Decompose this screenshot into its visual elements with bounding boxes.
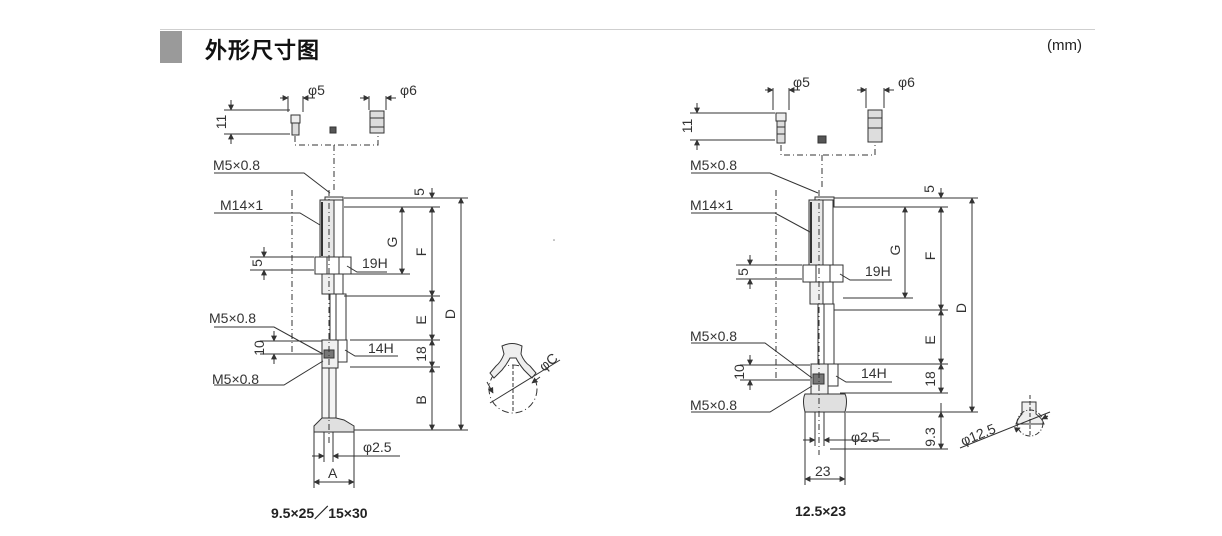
- right-pad-detail: [959, 395, 1051, 449]
- left-label-phi25: φ2.5: [363, 439, 392, 455]
- right-label-phi6: φ6: [898, 74, 915, 90]
- right-label-e: E: [922, 335, 938, 344]
- left-label-m5-mid: M5×0.8: [209, 310, 256, 326]
- right-drawing-caption: 12.5×23: [795, 503, 846, 519]
- right-label-19h: 19H: [865, 263, 891, 279]
- right-label-m5-low: M5×0.8: [690, 397, 737, 413]
- right-label-10: 10: [731, 364, 747, 380]
- left-drawing: [214, 95, 561, 488]
- right-label-phi12-5: φ12.5: [958, 420, 998, 449]
- right-label-14h: 14H: [861, 365, 887, 381]
- left-pad-detail: [486, 343, 561, 414]
- left-label-14h: 14H: [368, 340, 394, 356]
- right-label-5-side: 5: [735, 268, 751, 276]
- left-fitting-phi6: [360, 95, 396, 134]
- left-label-g: G: [384, 237, 400, 248]
- page-title: 外形尺寸图: [205, 39, 321, 64]
- right-label-phi5: φ5: [793, 74, 810, 90]
- left-label-e: E: [413, 315, 429, 324]
- left-label-10: 10: [251, 340, 267, 356]
- right-label-23: 23: [815, 463, 831, 479]
- left-label-d: D: [442, 309, 458, 319]
- right-label-m14: M14×1: [690, 197, 733, 213]
- left-label-m14: M14×1: [220, 197, 263, 213]
- right-plug: [817, 135, 827, 144]
- right-fitting-phi6: [857, 87, 894, 143]
- right-label-m5-top: M5×0.8: [690, 157, 737, 173]
- left-label-19h: 19H: [362, 255, 388, 271]
- left-drawing-caption: 9.5×25／15×30: [271, 505, 368, 521]
- left-fitting-phi5: [280, 95, 315, 136]
- left-label-m5-low: M5×0.8: [212, 371, 259, 387]
- right-label-d: D: [953, 303, 969, 313]
- unit-label: (mm): [1047, 37, 1082, 54]
- header-rule: [160, 29, 1095, 30]
- left-label-phi5: φ5: [308, 82, 325, 98]
- left-label-11: 11: [213, 115, 229, 130]
- right-fitting-phi5: [765, 87, 800, 144]
- left-labels: φ5 φ6 11 M5×0.8 M14×1 5 G F 5 19H D E M5…: [209, 82, 561, 481]
- left-label-phi6: φ6: [400, 82, 417, 98]
- stray-dot: [553, 239, 555, 241]
- right-label-phi25: φ2.5: [851, 429, 880, 445]
- left-label-a: A: [328, 465, 338, 481]
- right-label-5-top: 5: [921, 185, 937, 193]
- left-label-f: F: [413, 248, 429, 257]
- right-label-18: 18: [922, 371, 938, 387]
- right-label-f: F: [922, 252, 938, 261]
- left-label-5-top: 5: [411, 188, 427, 196]
- left-label-18: 18: [413, 346, 429, 362]
- left-label-m5-top: M5×0.8: [213, 157, 260, 173]
- right-label-11: 11: [679, 119, 695, 134]
- right-drawing: [690, 87, 1051, 485]
- right-label-9-3: 9.3: [922, 427, 938, 447]
- left-label-b: B: [413, 395, 429, 404]
- left-plug: [329, 126, 337, 134]
- right-label-g: G: [887, 245, 903, 256]
- left-label-5-side: 5: [249, 259, 265, 267]
- right-labels: φ5 φ6 11 M5×0.8 M14×1 5 G F 5 19H D E M5…: [679, 74, 998, 479]
- right-label-m5-mid: M5×0.8: [690, 328, 737, 344]
- left-label-phic: φC: [536, 350, 561, 375]
- section-marker: [160, 31, 182, 63]
